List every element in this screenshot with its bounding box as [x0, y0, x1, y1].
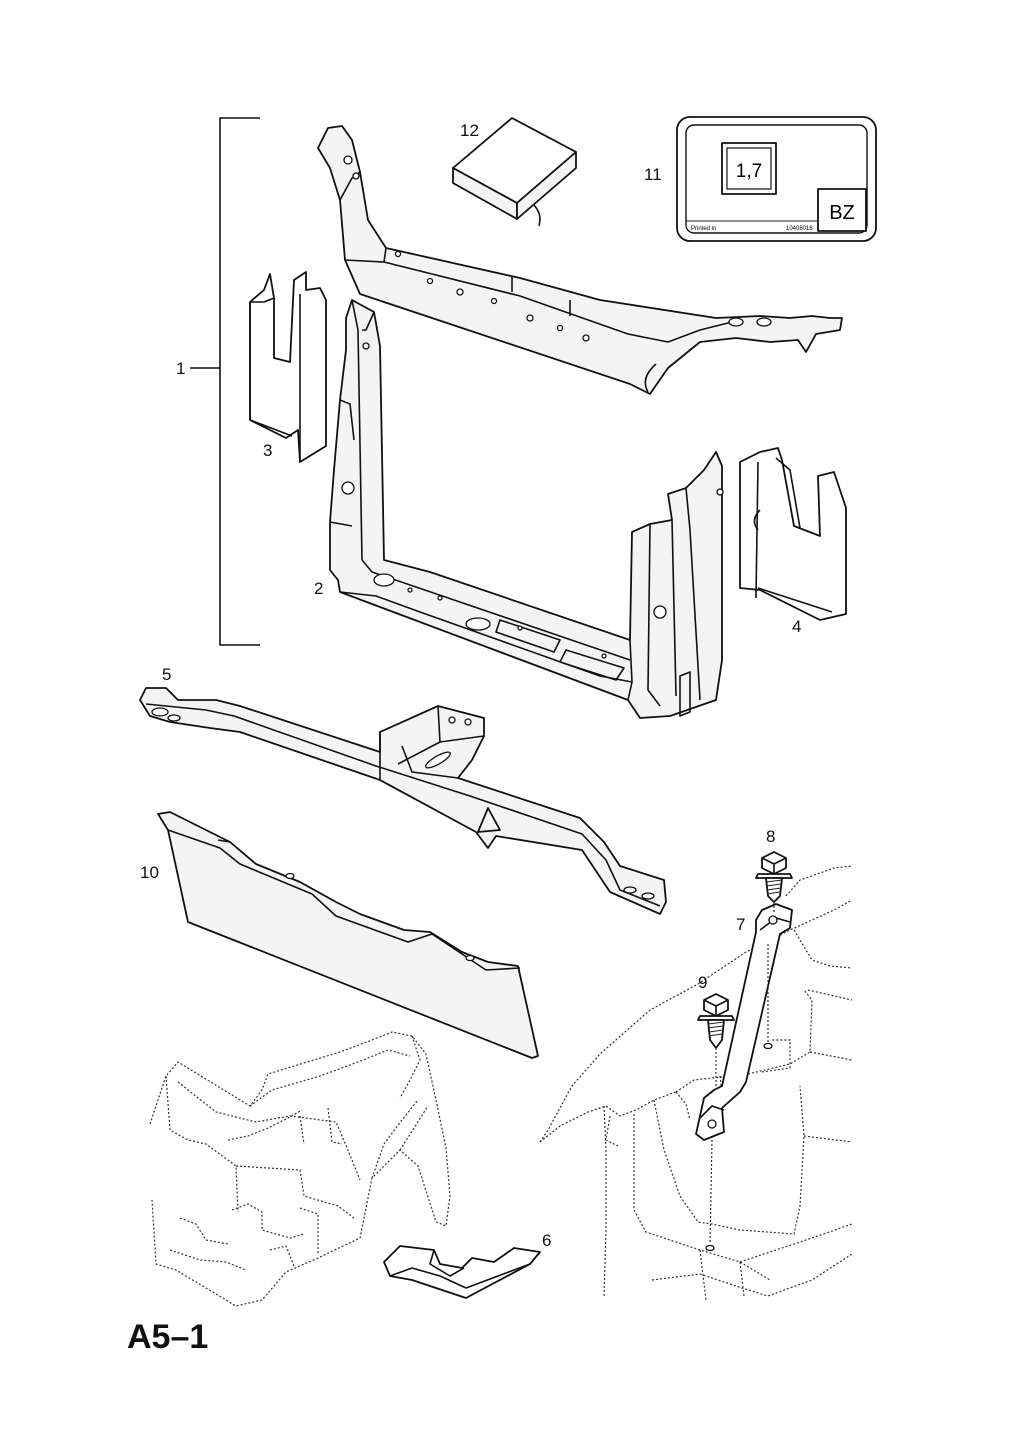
part-12-pad — [452, 117, 577, 227]
part-2-front-frame — [329, 299, 724, 719]
label-card-printed-in: Printed in — [691, 226, 716, 232]
callout-10: 10 — [140, 863, 159, 882]
callout-7: 7 — [736, 915, 745, 934]
callout-9: 9 — [698, 973, 707, 992]
label-card-part-no: 10408016 — [786, 226, 813, 232]
callout-11: 11 — [644, 165, 662, 184]
callout-1: 1 — [176, 359, 185, 378]
part-5-lower-crossmember — [139, 687, 667, 915]
part-1-upper-crossmember — [317, 125, 843, 395]
callout-3: 3 — [263, 441, 272, 460]
part-8-bolt — [755, 851, 793, 914]
callout-5: 5 — [162, 665, 171, 684]
callout-8: 8 — [766, 827, 775, 846]
body-shell-right — [539, 865, 853, 1301]
label-card-code: BZ — [829, 202, 855, 224]
callout-6: 6 — [542, 1231, 551, 1250]
body-shell-left — [149, 1031, 451, 1307]
part-7-support-strut — [695, 903, 793, 1252]
callout-12: 12 — [460, 121, 479, 140]
callout-2: 2 — [314, 579, 323, 598]
part-11-label-card: 1,7 BZ Printed in 10408016 — [676, 116, 877, 242]
label-card-value: 1,7 — [736, 161, 762, 182]
part-10-deflector-panel — [157, 811, 539, 1059]
part-6-small-bracket — [383, 1245, 541, 1299]
callout-4: 4 — [792, 617, 801, 636]
part-9-bolt — [697, 993, 735, 1090]
group-bracket-1 — [190, 117, 260, 646]
part-3-left-bracket — [249, 271, 327, 463]
page-code: A5–1 — [127, 1318, 209, 1356]
part-4-right-bracket — [739, 447, 847, 621]
